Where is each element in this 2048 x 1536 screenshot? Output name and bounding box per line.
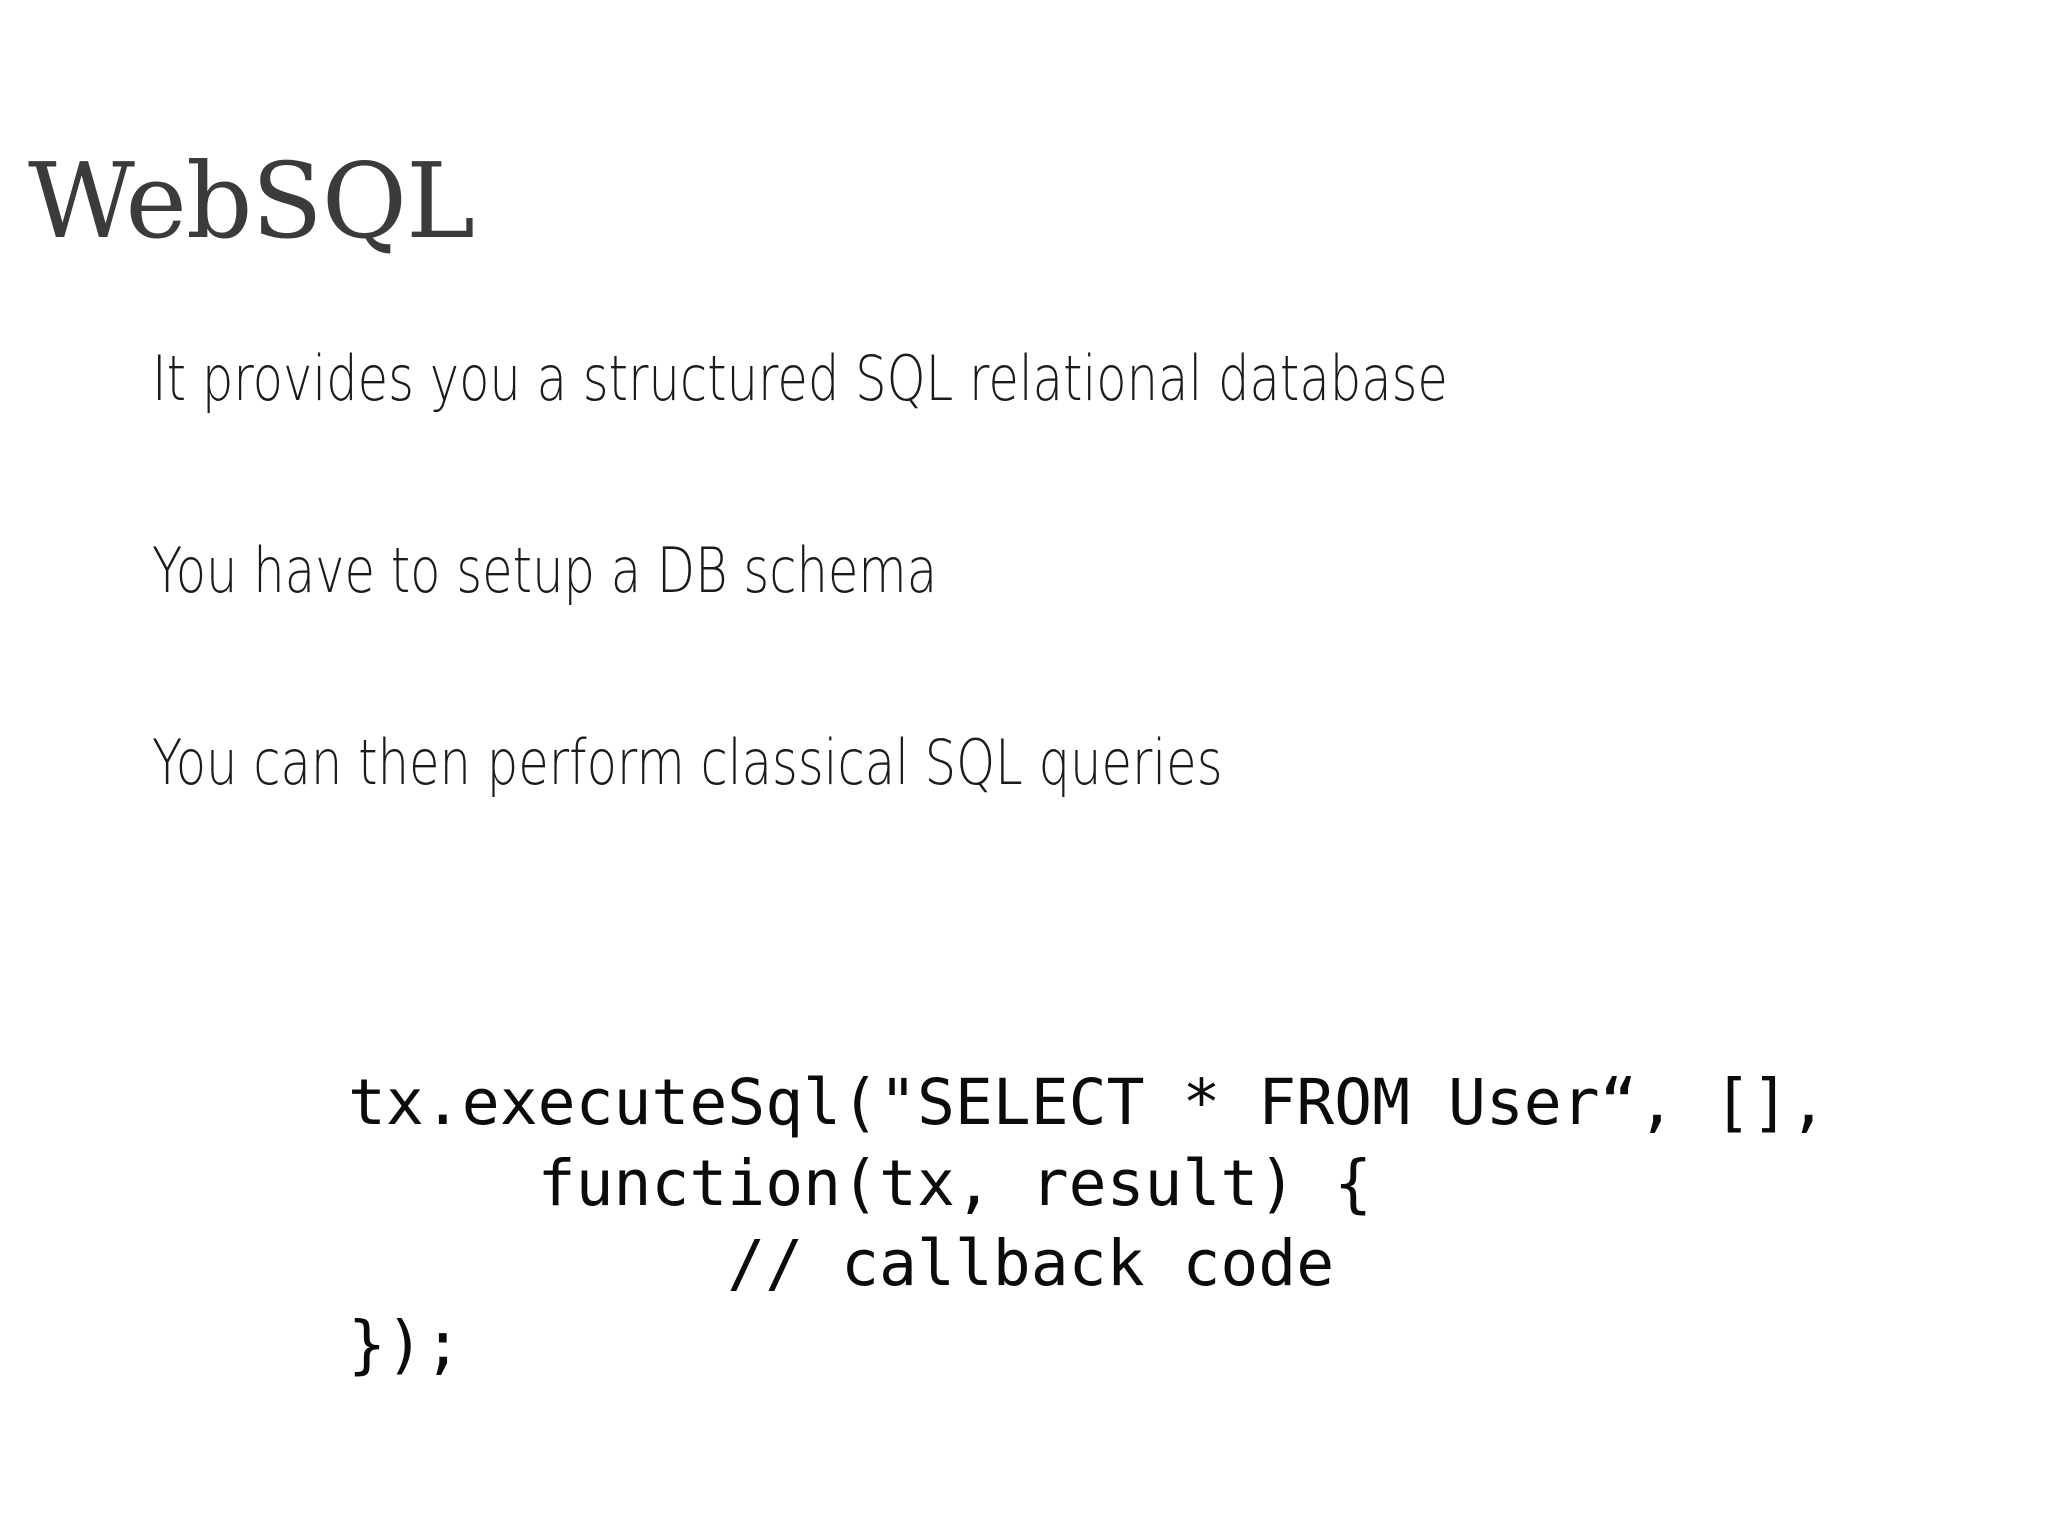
code-line-1: tx.executeSql("SELECT * FROM User“, [], — [348, 1066, 1828, 1139]
page-title: WebSQL — [28, 139, 475, 262]
bullet-item-2: You have to setup a DB schema — [152, 534, 938, 607]
code-line-4: }); — [348, 1307, 462, 1381]
code-line-3: // callback code — [348, 1227, 1335, 1301]
bullet-list: It provides you a structured SQL relatio… — [152, 348, 1852, 794]
bullet-item-1: It provides you a structured SQL relatio… — [152, 342, 1448, 415]
code-block: tx.executeSql("SELECT * FROM User“, [], … — [348, 1063, 1827, 1386]
code-line-2: function(tx, result) { — [348, 1146, 1373, 1220]
bullet-item-3: You can then perform classical SQL queri… — [152, 726, 1223, 799]
